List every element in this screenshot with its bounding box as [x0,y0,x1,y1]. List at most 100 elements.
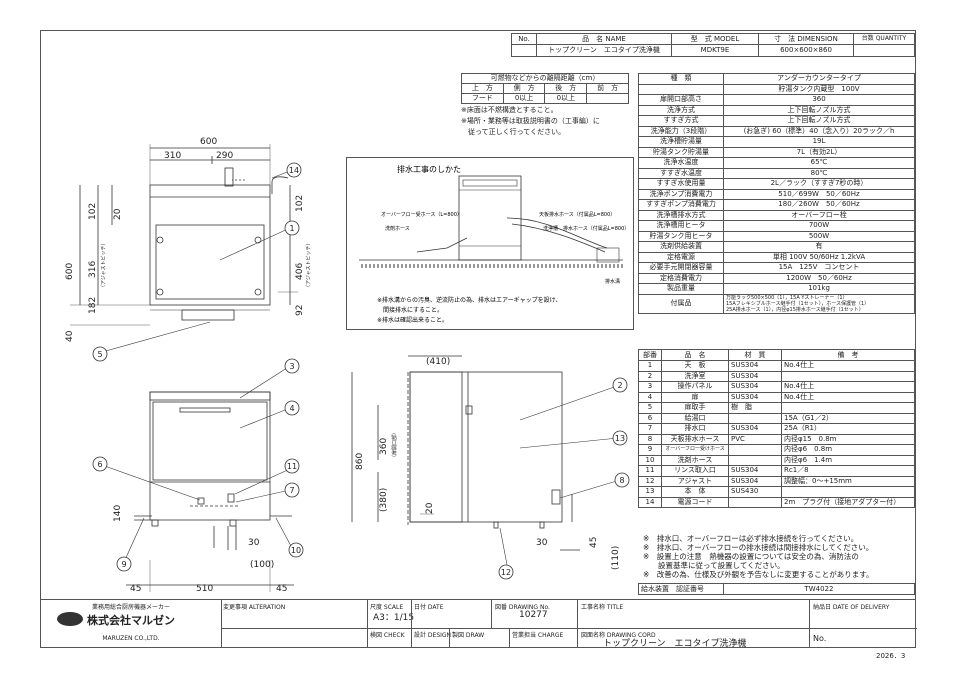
top-view-outline [149,184,271,306]
draw-label: 製図 DRAW [452,632,485,639]
drain-label-ditch: 排水溝 [605,278,620,285]
clearance-header: 前 方 [586,83,629,94]
spec-row: 洗浄槽排水方式オーバーフロー栓 [638,209,915,221]
parts-cell: 樹 脂 [728,402,782,414]
parts-cell: 7 [638,423,662,435]
parts-cell: 15A（G1／2） [781,412,915,424]
dim-20: 20 [113,208,123,220]
date-label: 日付 DATE [414,604,444,611]
scale-label: 尺度 SCALE [370,604,404,611]
callout-number: 9 [121,560,126,569]
parts-cell: オーバーフロー受けホース [661,444,729,456]
header-model-label: 型 式 MODEL [671,33,759,45]
parts-cell: SUS304 [728,370,782,382]
header-dim-value: 600×600×860 [758,44,854,57]
parts-header: 材 質 [728,349,782,361]
callout-number: 8 [619,476,624,485]
machine-drawing: 600 310 290 102 20 316 （アジャストピッチ） 182 60… [65,137,630,594]
side-view-outline [409,371,563,523]
company-name: 株式会社マルゼン [87,614,175,627]
accessories-value: 万能ラック500×500（1），15A Yストレーナー（1）15Aフレキシブルホ… [723,293,915,314]
accessory-line: 25A排水ホース（1），内径φ15排水ホース継手付（1セット） [726,306,864,313]
header-table: No. 品 名 NAME 型 式 MODEL 寸 法 DIMENSION 台数 … [511,33,915,57]
parts-header: 部番 [638,349,662,361]
spec-value: 貯湯タンク内蔵型 100V [723,83,915,95]
spec-row: 種 類アンダーカウンタータイプ [638,73,915,85]
callout-circle [116,556,132,572]
dim-310: 310 [164,151,181,161]
parts-cell: 洗浄室 [661,370,729,382]
dim-45-side: 45 [589,537,599,548]
spec-label: 洗浄水温度 [638,157,724,169]
parts-cell: 11 [638,465,662,477]
spec-value: 上下回転ノズル方式 [723,104,915,116]
spec-label: 貯湯タンク貯湯量 [638,146,724,158]
spec-value: 700W [723,220,915,232]
approval-label: 給水装置 認証番号 [638,583,724,595]
spec-row: 付属品万能ラック500×500（1），15A Yストレーナー（1）15Aフレキシ… [638,293,915,314]
dim-45-right: 45 [276,584,287,594]
parts-cell: 天板排水ホース [661,433,729,445]
header-dim-label: 寸 法 DIMENSION [758,33,854,45]
spec-label: 洗浄槽排水方式 [638,209,724,221]
parts-cell [728,454,782,466]
header-model-value: MDKT9E [671,44,759,57]
callout-circle [612,430,628,446]
drain-note: ※排水は確認出来ること。 [377,316,448,324]
parts-cell: SUS304 [728,475,782,487]
parts-cell [781,370,915,382]
dim-110: (110) [611,546,621,570]
parts-cell: No.4仕上 [781,360,915,372]
parts-cell: SUS304 [728,465,782,477]
alteration-label: 変更事項 ALTERATION [223,604,286,611]
parts-cell: SUS304 [728,423,782,435]
dim-410: (410) [426,357,450,367]
spec-label: 製品重量 [638,283,724,295]
parts-cell: リンス取入口 [661,465,729,477]
parts-cell: 1 [638,360,662,372]
note-line: ※ 排水口、オーバーフローは必ず排水接続を行ってください。 [643,534,859,543]
callout-number: 3 [289,362,294,371]
parts-cell: Rc1／8 [781,465,915,477]
spec-label: 扉開口部高さ [638,94,724,106]
company-block: 業務用総合厨房機器メーカー 株式会社マルゼン MARUZEN CO.,LTD. [41,600,222,647]
parts-cell: SUS304 [728,381,782,393]
dim-510: 510 [196,584,213,594]
callout-circle [286,162,302,178]
parts-header-row: 部番品 名材 質備 考 [638,349,915,361]
parts-cell: 内径φ6 1.4m [781,454,915,466]
parts-cell: 5 [638,402,662,414]
clearance-value: 0以上 [502,93,546,104]
spec-value: 1200W 50／60Hz [723,272,915,284]
spec-label: 洗浄方式 [638,104,724,116]
parts-cell: 2m プラグ付（接地アダプター付） [781,496,915,508]
spec-label: 貯湯タンク用ヒータ [638,230,724,242]
parts-cell: 天 板 [661,360,729,372]
parts-cell: SUS430 [728,486,782,498]
spec-value: 15A 125V コンセント [723,262,915,274]
parts-cell [781,402,915,414]
spec-value: 有 [723,241,915,253]
parts-cell: No.4仕上 [781,391,915,403]
parts-cell: SUS304 [728,391,782,403]
clearance-title: 可燃物などからの離隔距離（cm） [461,73,629,84]
parts-cell: 給湯口 [661,412,729,424]
parts-cell: 4 [638,391,662,403]
clearance-value [586,93,629,104]
clearance-note: 従って正しく行ってください。 [461,128,566,136]
dim-600-top: 600 [200,137,217,147]
callout-number: 4 [289,404,294,413]
spec-label: すすぎ方式 [638,115,724,127]
approval-table: 給水装置 認証番号 TW4022 [638,583,915,595]
parts-cell: 内径φ15 0.8m [781,433,915,445]
drain-note: ※排水溝からの汚臭、逆流防止の為、排水はエアーギャップを設け、 [377,296,561,304]
drain-label-detergent: 洗剤ホース [385,225,410,232]
clearance-note: ※場所・業務等は取扱説明書の（工事編）に [461,117,600,125]
parts-cell: 2 [638,370,662,382]
